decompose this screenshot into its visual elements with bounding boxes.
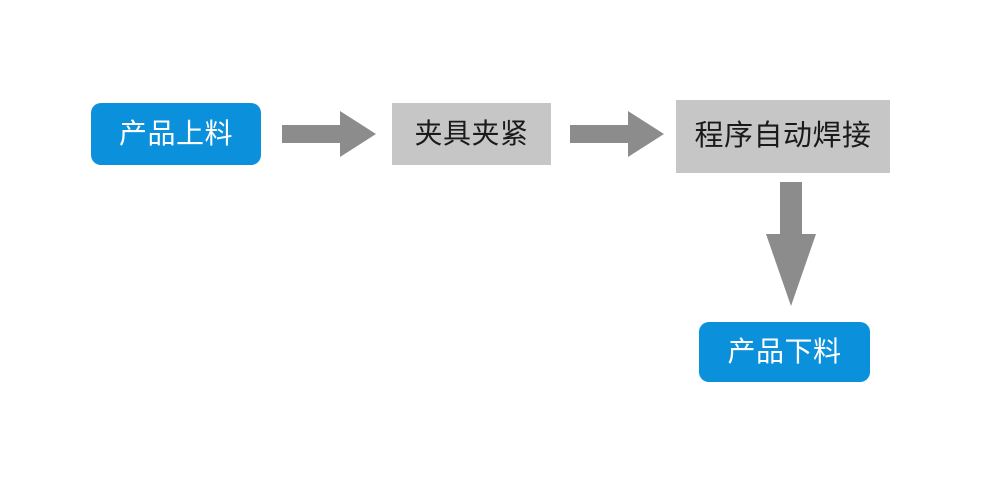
flow-node-loading[interactable]: 产品上料 xyxy=(91,103,261,165)
flow-node-loading-label: 产品上料 xyxy=(118,117,233,149)
right-arrow-icon xyxy=(282,111,376,157)
right-arrow-icon xyxy=(570,111,664,157)
flow-node-unloading[interactable]: 产品下料 xyxy=(699,322,870,382)
flow-node-welding-label: 程序自动焊接 xyxy=(694,119,872,152)
down-arrow-icon xyxy=(766,182,816,306)
flow-node-clamping-label: 夹具夹紧 xyxy=(414,117,529,149)
flow-arrow-loading-to-clamping xyxy=(278,108,380,160)
flow-arrow-welding-to-unloading xyxy=(765,178,817,310)
flow-node-unloading-label: 产品下料 xyxy=(727,335,842,367)
flow-node-welding[interactable]: 程序自动焊接 xyxy=(676,100,890,173)
flow-arrow-clamping-to-welding xyxy=(566,108,668,160)
flow-node-clamping[interactable]: 夹具夹紧 xyxy=(392,103,551,165)
